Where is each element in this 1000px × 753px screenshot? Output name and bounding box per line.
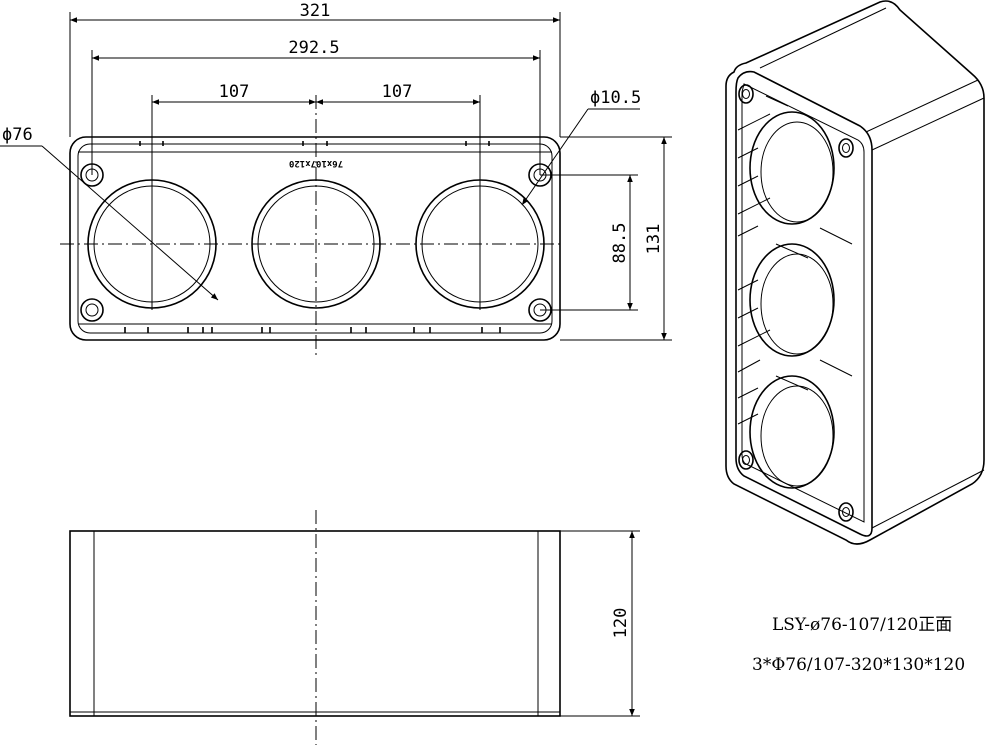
side-outline	[69, 530, 561, 717]
front-outline	[69, 136, 561, 341]
side-view	[69, 510, 561, 745]
dim-spacing-right: 107	[382, 82, 413, 102]
caption-spec-line: 3*Φ76/107-320*130*120	[752, 655, 965, 675]
dim-screw-vertical-spacing: 88.5	[610, 223, 630, 264]
dim-overall-width: 321	[300, 1, 331, 21]
dim-hole-diameter: ϕ76	[2, 125, 33, 145]
front-inner-outline	[77, 143, 553, 334]
dim-spacing-left: 107	[219, 82, 250, 102]
isometric-view	[725, 0, 985, 545]
dimensions: 321 292.5 107 107 ϕ76 ϕ10.5 88.5 131	[0, 1, 672, 717]
dim-overall-height: 131	[644, 224, 664, 255]
dim-screw-diameter: ϕ10.5	[590, 88, 641, 108]
front-view: 76x107x120	[60, 95, 561, 355]
rib-ticks	[124, 141, 501, 333]
dim-hole-span: 292.5	[288, 38, 339, 58]
caption-model-line: LSY-ø76-107/120正面	[772, 615, 952, 635]
iso-ribs	[737, 95, 853, 425]
emboss-text: 76x107x120	[289, 158, 343, 168]
dim-depth: 120	[611, 608, 631, 639]
caption: LSY-ø76-107/120正面 3*Φ76/107-320*130*120	[752, 615, 965, 675]
